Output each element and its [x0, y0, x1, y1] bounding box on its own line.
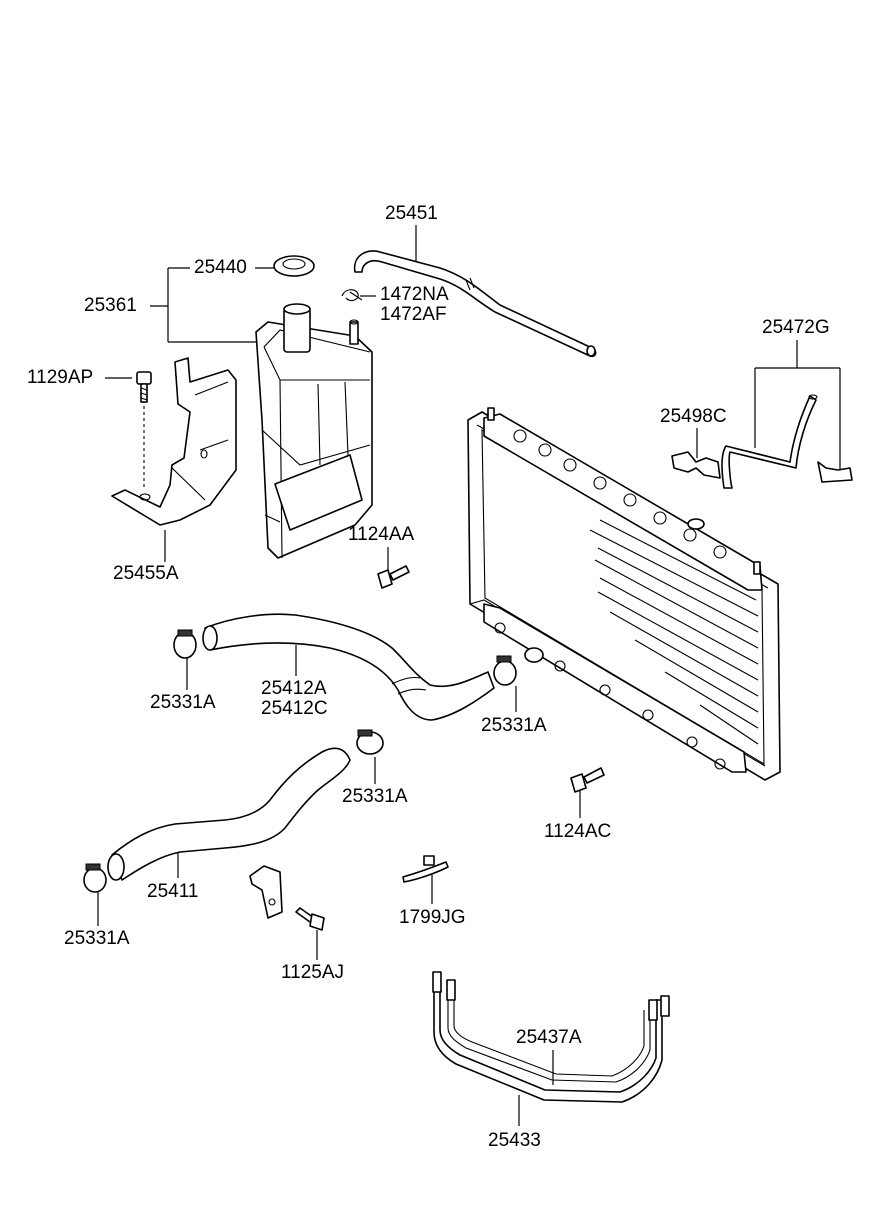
label-1472af: 1472AF: [380, 304, 447, 325]
radiator-fins: [589, 519, 759, 745]
hose-clip: [341, 289, 363, 302]
label-1124aa: 1124AA: [348, 524, 415, 545]
label-25331a-3: 25331A: [342, 786, 408, 807]
label-25331a-1: 25331A: [150, 692, 216, 713]
clamp-25331a-4: [83, 863, 107, 893]
clamp-25331a-3: [356, 729, 384, 755]
cooler-lines: [432, 971, 670, 1103]
label-25437a: 25437A: [516, 1027, 582, 1048]
label-25331a-4: 25331A: [64, 928, 130, 949]
label-25412a: 25412A: [261, 678, 327, 699]
reservoir-cap: [273, 255, 315, 277]
overflow-hose: [353, 250, 597, 358]
bolt-1124aa: [377, 565, 410, 589]
bolt-1129ap: [136, 371, 152, 403]
label-25411: 25411: [147, 881, 199, 902]
clamp-25331a-2: [493, 655, 517, 686]
label-1799jg: 1799JG: [399, 907, 466, 928]
label-25433: 25433: [488, 1130, 541, 1151]
bolt-1124ac: [570, 767, 605, 793]
label-25440: 25440: [194, 257, 247, 278]
bolt-1125aj: [295, 907, 325, 931]
label-1125aj: 1125AJ: [281, 962, 345, 983]
label-1129ap: 1129AP: [27, 367, 94, 388]
lower-hose: [107, 747, 351, 881]
label-25472g: 25472G: [762, 317, 830, 338]
upper-hose: [202, 613, 495, 721]
wire-clip: [402, 855, 449, 883]
label-1472na: 1472NA: [380, 284, 449, 305]
label-25361: 25361: [84, 295, 137, 316]
cooler-hose: [721, 394, 853, 489]
label-1124ac: 1124AC: [544, 821, 612, 842]
leader-lines: [97, 225, 841, 1126]
label-25412c: 25412C: [261, 698, 328, 719]
reservoir-bracket: [111, 357, 237, 526]
label-25331a-2: 25331A: [481, 715, 547, 736]
clamp-25498c: [671, 451, 721, 479]
label-25498c: 25498C: [660, 406, 727, 427]
label-25451: 25451: [385, 203, 438, 224]
reservoir-tank: [255, 303, 373, 559]
label-25455a: 25455A: [113, 563, 179, 584]
clamp-25331a-1: [173, 629, 197, 659]
hose-bracket: [249, 865, 283, 919]
radiator: [467, 407, 781, 781]
